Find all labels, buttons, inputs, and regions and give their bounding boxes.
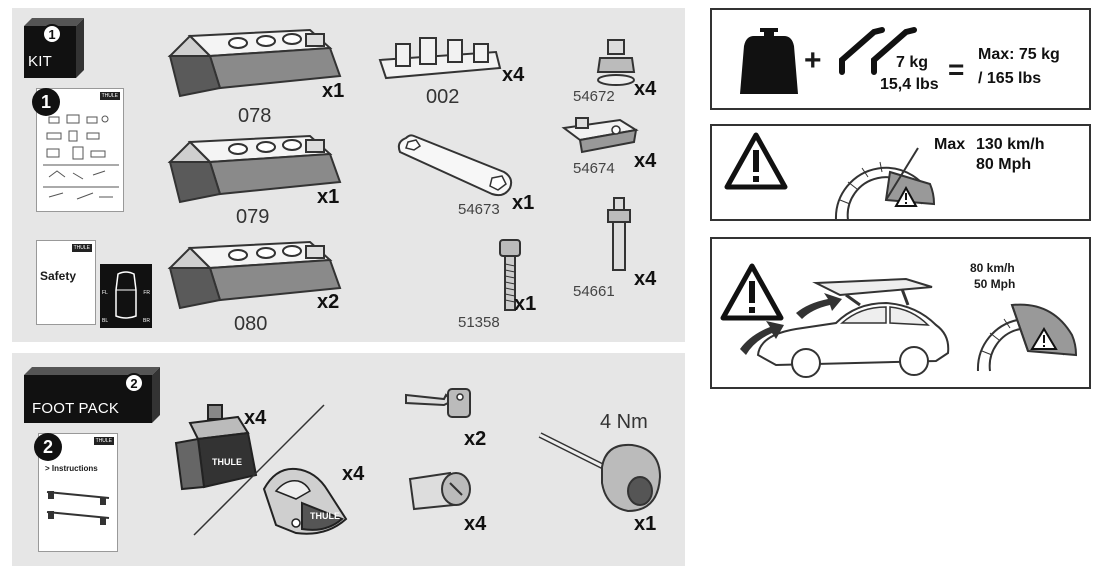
speed-max-kmh: 130 km/h (976, 136, 1045, 153)
qty-lock-cylinder: x4 (464, 513, 487, 535)
thule-logo: THULE (71, 244, 92, 252)
lock-cylinder-icon (408, 471, 471, 511)
adapter-pad-079-icon (167, 134, 342, 204)
thule-logo: THULE (99, 92, 120, 100)
bar-weight-kg: 7 kg (896, 54, 929, 71)
speed-max-mph: 80 Mph (976, 156, 1032, 173)
position-sheet: FL FR BL BR (100, 264, 152, 328)
part-number-54673: 54673 (458, 201, 500, 218)
divider-slash (193, 404, 325, 536)
qty-51358: x1 (514, 293, 537, 315)
key-icon (405, 388, 471, 418)
position-bl: BL (102, 318, 109, 324)
qty-078: x1 (322, 80, 345, 102)
kit-panel: 1 KIT THULE 1 THULE Safety FL (12, 8, 685, 342)
kit-label: KIT (28, 53, 52, 70)
thule-brand-mark: THULE (212, 457, 242, 467)
thule-logo: THULE (93, 437, 114, 445)
plus-sign: + (804, 44, 822, 77)
speedometer-icon (976, 303, 1078, 372)
car-top-view-icon (115, 271, 137, 319)
kit-step-number: 1 (42, 24, 62, 44)
bar-weight-lbs: 15,4 lbs (880, 76, 939, 93)
foot-edge-icon: THULE (262, 467, 348, 535)
part-number-51358: 51358 (458, 314, 500, 331)
adapter-pad-078-icon (167, 28, 342, 98)
qty-54673: x1 (512, 192, 535, 214)
foot-pack-step-number: 2 (124, 373, 144, 393)
nut-54672-icon (596, 39, 636, 86)
thule-brand-mark: THULE (310, 511, 340, 521)
manual-diagram-icon (43, 114, 119, 200)
qty-54672: x4 (634, 78, 657, 100)
safety-booklet: THULE Safety (36, 240, 96, 325)
part-number-54672: 54672 (573, 88, 615, 105)
roof-bar-pair-icon (839, 27, 917, 75)
part-number-002: 002 (426, 86, 460, 108)
max-load-kg: Max: 75 kg (978, 46, 1060, 63)
qty-torque-tool: x1 (634, 513, 657, 535)
part-number-078: 078 (238, 105, 272, 127)
car-with-load-icon (740, 277, 950, 378)
torque-tool-icon (538, 432, 662, 513)
part-number-079: 079 (236, 206, 270, 228)
position-fl: FL (102, 290, 108, 296)
roof-bars-icon (46, 491, 110, 525)
loaded-speed-kmh: 80 km/h (970, 261, 1015, 275)
position-br: BR (143, 318, 150, 324)
foot-pack-label: FOOT PACK (32, 400, 120, 417)
qty-foot-evo: x4 (244, 407, 267, 429)
instructions-label: > Instructions (45, 464, 98, 473)
qty-foot-edge: x4 (342, 463, 365, 485)
qty-54674: x4 (634, 150, 657, 172)
torque-value: 4 Nm (600, 411, 648, 433)
loaded-speed-box: 80 km/h 50 Mph (710, 237, 1091, 389)
qty-54661: x4 (634, 268, 657, 290)
pin-54661-icon (607, 197, 631, 271)
part-number-54674: 54674 (573, 160, 615, 177)
weight-icon (740, 28, 798, 94)
equals-sign: = (948, 54, 965, 85)
adapter-pad-080-icon (167, 240, 342, 310)
load-capacity-box: + 7 kg 15,4 lbs = Max: 75 kg / 165 lbs (710, 8, 1091, 110)
safety-booklet-title: Safety (40, 269, 77, 283)
foot-evo-icon: THULE (174, 404, 258, 491)
speed-max-label: Max (934, 136, 966, 153)
clamp-002-icon (378, 37, 502, 80)
speedometer-icon (834, 147, 936, 221)
qty-key: x2 (464, 428, 487, 450)
qty-079: x1 (317, 186, 340, 208)
wrench-plate-54673-icon (397, 134, 513, 197)
bracket-54674-icon (561, 117, 639, 154)
speed-limit-box: Max 130 km/h 80 Mph (710, 124, 1091, 221)
bolt-51358-icon (499, 239, 521, 311)
warning-triangle-icon (724, 132, 788, 190)
part-number-54661: 54661 (573, 283, 615, 300)
position-fr: FR (143, 290, 150, 296)
loaded-speed-mph: 50 Mph (974, 277, 1016, 291)
max-load-lbs: / 165 lbs (978, 70, 1042, 87)
foot-pack-manual-step: 2 (34, 433, 62, 461)
warning-triangle-icon (720, 263, 784, 321)
qty-080: x2 (317, 291, 340, 313)
kit-manual-step: 1 (32, 88, 60, 116)
qty-002: x4 (502, 64, 525, 86)
foot-pack-panel: 2 FOOT PACK THULE > Instructions 2 THULE… (12, 353, 685, 566)
part-number-080: 080 (234, 313, 268, 335)
